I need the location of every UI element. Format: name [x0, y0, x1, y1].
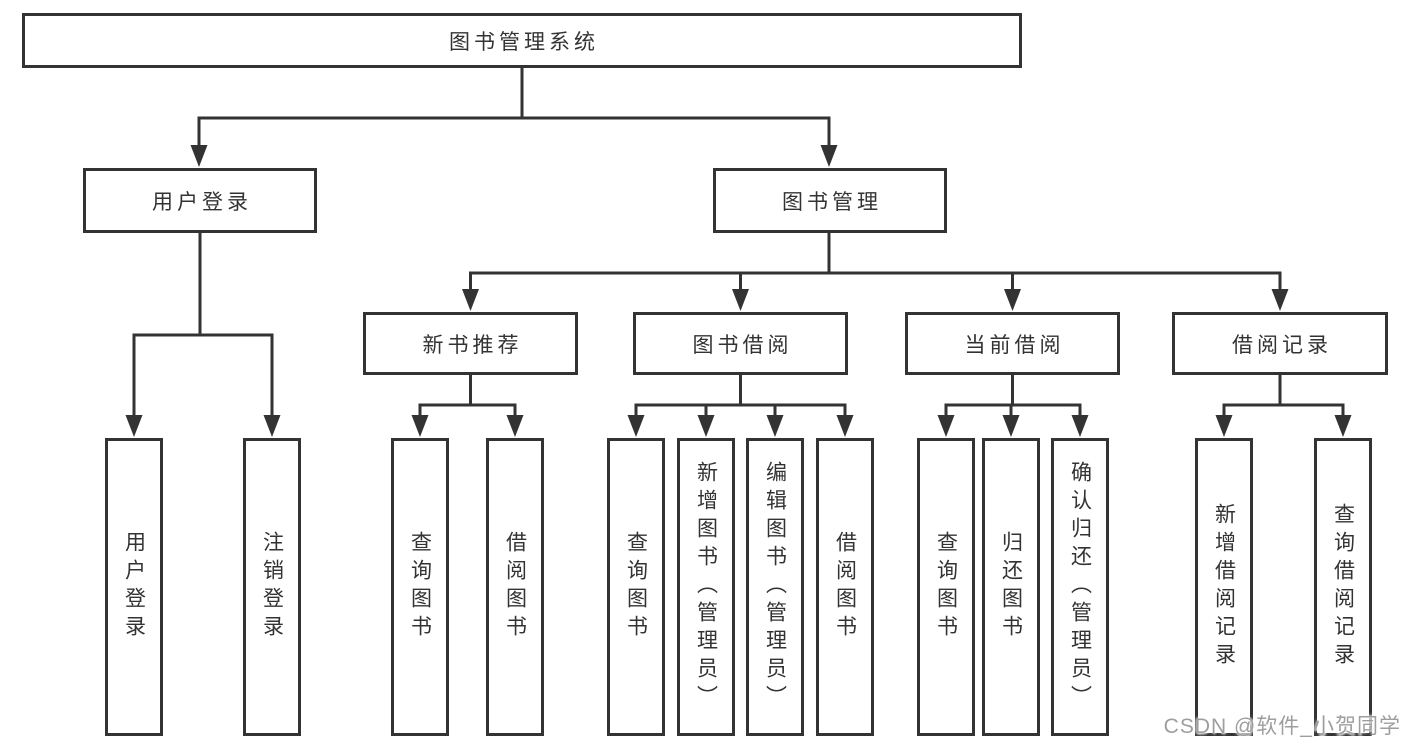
leaf-records-add-borrow-record: 新增借阅记录 — [1195, 438, 1253, 736]
leaf-borrowing-edit-books-admin: 编辑图书（管理员） — [746, 438, 804, 736]
leaf-records-query-borrow-record: 查询借阅记录 — [1314, 438, 1372, 736]
leaf-user-login: 用户登录 — [105, 438, 163, 736]
csdn-watermark: CSDN @软件_小贺同学 — [1163, 715, 1401, 738]
arrowhead-icons — [125, 145, 1352, 437]
leaf-recommend-borrow-books: 借阅图书 — [486, 438, 544, 736]
node-current-borrowing: 当前借阅 — [905, 312, 1120, 375]
leaf-borrowing-query-books: 查询图书 — [607, 438, 665, 736]
node-book-borrowing: 图书借阅 — [633, 312, 848, 375]
leaf-borrowing-add-books-admin: 新增图书（管理员） — [677, 438, 735, 736]
node-user-login: 用户登录 — [83, 168, 317, 233]
node-borrowing-records: 借阅记录 — [1172, 312, 1388, 375]
leaf-recommend-query-books: 查询图书 — [391, 438, 449, 736]
leaf-current-return-books: 归还图书 — [982, 438, 1040, 736]
leaf-borrowing-borrow-books: 借阅图书 — [816, 438, 874, 736]
leaf-logout-login: 注销登录 — [243, 438, 301, 736]
node-new-book-recommendation: 新书推荐 — [363, 312, 578, 375]
leaf-current-query-books: 查询图书 — [917, 438, 975, 736]
leaf-current-confirm-return-admin: 确认归还（管理员） — [1051, 438, 1109, 736]
node-book-management: 图书管理 — [713, 168, 947, 233]
node-library-management-system: 图书管理系统 — [22, 13, 1022, 68]
